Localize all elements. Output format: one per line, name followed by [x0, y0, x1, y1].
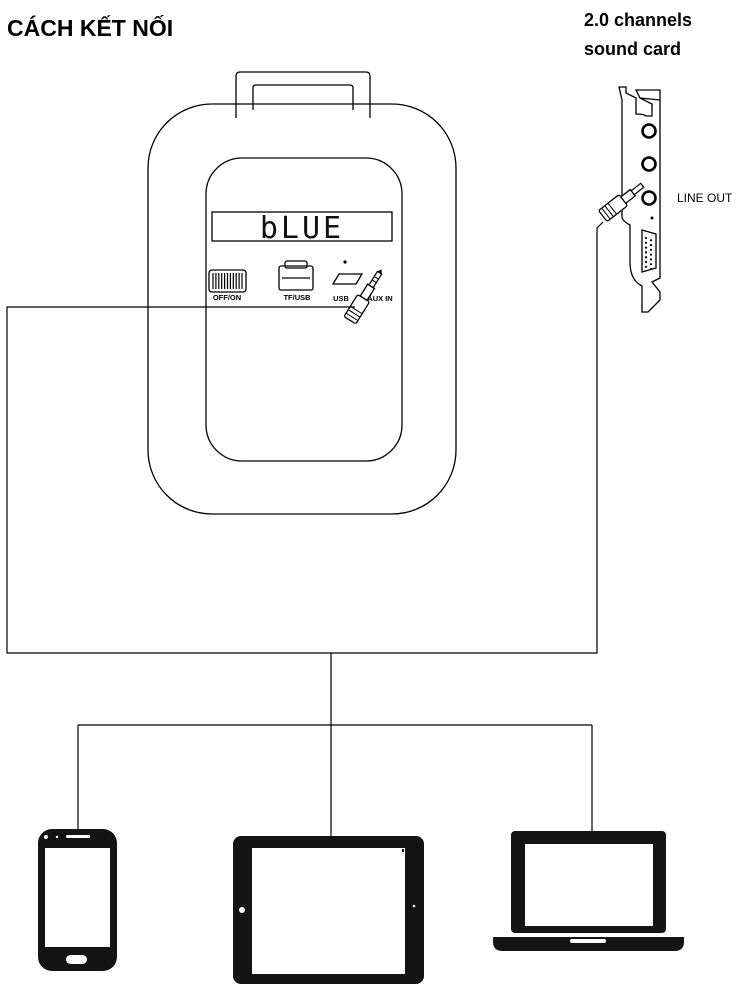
tf-usb-slot	[278, 260, 314, 291]
dsub-pin	[644, 236, 648, 240]
power-switch	[208, 269, 247, 293]
dsub-pin	[644, 256, 648, 259]
sound-card-label-line1: 2.0 channels	[584, 10, 692, 30]
dsub-pin	[649, 258, 653, 261]
audio-jack-1	[641, 123, 657, 139]
switch-ridges	[212, 273, 243, 289]
smartphone-icon	[38, 829, 117, 971]
dsub-pin	[644, 246, 648, 249]
tablet-icon	[233, 836, 424, 984]
wire-aux-to-left	[6, 221, 604, 654]
dsub-pin	[649, 263, 653, 266]
dsub-pin	[644, 241, 648, 244]
laptop-icon	[493, 831, 684, 951]
audio-jack-2	[641, 156, 657, 172]
line-out-plug	[598, 182, 645, 222]
sound-card-bracket	[618, 86, 661, 313]
line-out-jack	[641, 190, 657, 206]
usb-label: USB	[333, 294, 349, 303]
dsub-pin	[649, 239, 653, 242]
speaker-front-panel	[205, 157, 403, 462]
connection-wires	[6, 221, 604, 836]
sound-card-label-line2: sound card	[584, 39, 681, 59]
speaker-unit: bLUE OFF/ON TF/USB USB AUX IN	[147, 71, 457, 515]
indicator-led	[343, 260, 347, 264]
dsub-pin	[644, 260, 648, 264]
lcd-display-text: bLUE	[260, 211, 344, 246]
sound-card	[618, 86, 661, 313]
speaker-handle	[235, 71, 371, 118]
dsub-pin	[649, 267, 653, 271]
dsub-connector	[641, 229, 657, 273]
line-out-label: LINE OUT	[677, 191, 733, 205]
dsub-pin	[644, 251, 648, 254]
dsub-pin	[644, 265, 648, 268]
card-dot	[650, 216, 654, 220]
page-title: CÁCH KẾT NỐI	[7, 14, 173, 41]
dsub-pin	[649, 248, 653, 251]
dsub-pin	[649, 243, 653, 247]
speaker-body	[147, 103, 457, 515]
dsub-pin	[649, 253, 653, 256]
usb-port	[331, 260, 364, 285]
aux-label: AUX IN	[367, 294, 392, 303]
aux-plug	[344, 269, 383, 324]
dsub-pins	[644, 236, 653, 271]
slot-label: TF/USB	[283, 293, 311, 302]
lcd-display	[211, 211, 393, 242]
speaker-handle-inner	[252, 84, 354, 110]
switch-label: OFF/ON	[213, 293, 241, 302]
